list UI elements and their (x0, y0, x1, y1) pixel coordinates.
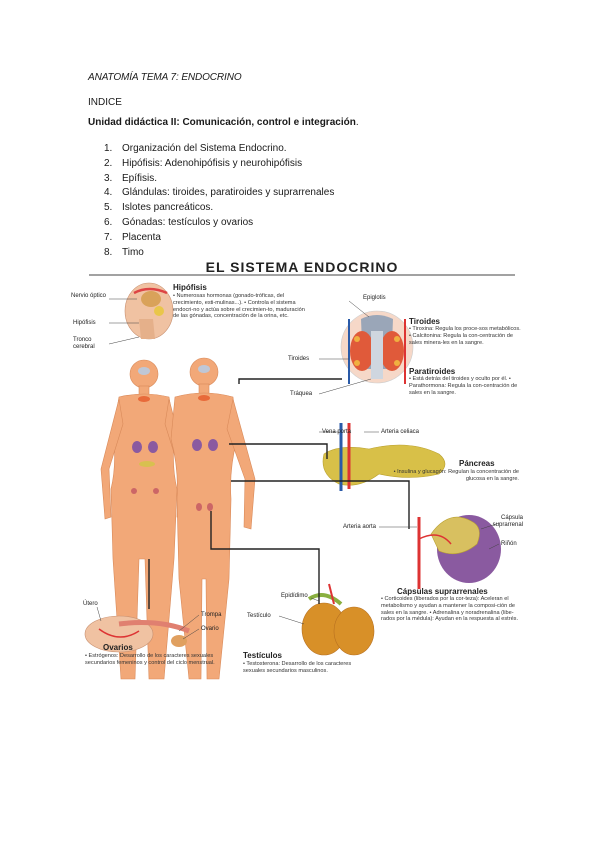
item-text: Timo (122, 246, 144, 258)
figure-title: EL SISTEMA ENDOCRINO (205, 259, 399, 275)
unit-heading: Unidad didáctica II: Comunicación, contr… (88, 117, 359, 128)
male-body (170, 357, 256, 680)
ovary-inset (84, 615, 190, 653)
testis-inset (301, 583, 375, 656)
item-number: 2. (104, 157, 113, 169)
unit-heading-suffix: . (355, 117, 359, 128)
label-testis: Testículo (247, 613, 271, 619)
heading-testes: Testículos (243, 651, 282, 660)
endocrine-system-illustration: EL SISTEMA ENDOCRINO Nervio óptico Hipóf… (71, 259, 525, 689)
desc-adrenal: • Corticoides (liberados por la cor-teza… (381, 596, 519, 623)
table-of-contents: 1. Organización del Sistema Endocrino. 2.… (104, 142, 334, 260)
adrenal-inset (417, 515, 501, 589)
label-tube: Trompa (201, 612, 222, 618)
label-epiglottis: Epiglotis (363, 295, 386, 301)
item-text: Gónadas: testículos y ovarios (122, 216, 254, 228)
unit-heading-bold: Unidad didáctica II: Comunicación, contr… (88, 117, 356, 128)
body-glands (131, 365, 218, 511)
label-kidney: Riñón (501, 541, 517, 547)
connector-lines (148, 378, 410, 609)
desc-ovaries: • Estrógenos: Desarrollo de los caracter… (85, 653, 215, 666)
heading-ovaries: Ovarios (103, 643, 133, 652)
label-uterus: Útero (83, 601, 98, 607)
label-optic-nerve: Nervio óptico (71, 293, 107, 299)
list-item: 8. Timo (104, 246, 334, 261)
list-item: 3. Epífisis. (104, 172, 334, 187)
item-number: 6. (104, 216, 113, 228)
item-text: Epífisis. (122, 172, 158, 184)
desc-testes: • Testosterona: Desarrollo de los caract… (243, 661, 352, 674)
heading-parathyroid: Paratiroides (409, 367, 456, 376)
list-item: 5. Islotes pancreáticos. (104, 201, 334, 216)
item-number: 8. (104, 246, 113, 258)
desc-parathyroid: • Está detrás del tiroides y oculto por … (409, 376, 518, 396)
label-brainstem: Tronco cerebral (73, 337, 95, 350)
item-text: Placenta (122, 231, 161, 243)
heading-pituitary: Hipófisis (173, 283, 207, 292)
label-thyroid: Tiroides (288, 356, 310, 362)
label-aorta: Arteria aorta (343, 524, 377, 530)
desc-thyroid: • Tiroxina: Regula los proce-sos metaból… (409, 326, 521, 346)
label-celiac-artery: Arteria celiaca (381, 429, 420, 435)
list-item: 4. Glándulas: tiroides, paratiroides y su… (104, 186, 334, 201)
label-epididymis: Epidídimo (281, 593, 308, 599)
pancreas-inset (322, 423, 446, 491)
item-text: Glándulas: tiroides, paratiroides y supr… (122, 187, 335, 199)
item-text: Organización del Sistema Endocrino. (122, 143, 287, 154)
list-item: 7. Placenta (104, 231, 334, 246)
heading-adrenal: Cápsulas suprarrenales (397, 587, 488, 596)
thyroid-inset (340, 310, 414, 384)
anatomy-drawing (84, 274, 515, 680)
label-trachea: Tráquea (290, 391, 313, 397)
label-adrenal-capsule: Cápsula suprarrenal (492, 515, 523, 528)
leader-lines (96, 298, 500, 640)
item-number: 4. (104, 187, 113, 199)
list-item: 1. Organización del Sistema Endocrino. (104, 142, 334, 157)
item-number: 1. (104, 143, 113, 154)
index-label: INDICE (88, 97, 122, 108)
heading-pancreas: Páncreas (459, 459, 495, 468)
desc-pancreas: • Insulina y glucagón: Regulan la concen… (393, 469, 519, 482)
label-pituitary: Hipófisis (73, 320, 96, 326)
heading-thyroid: Tiroides (409, 317, 440, 326)
pituitary-inset (124, 282, 174, 340)
item-number: 5. (104, 202, 113, 214)
desc-pituitary: • Numerosas hormonas (gonado-tróficas, d… (173, 293, 305, 320)
item-text: Islotes pancreáticos. (122, 202, 214, 214)
item-number: 3. (104, 172, 113, 184)
document-title: ANATOMÍA TEMA 7: ENDOCRINO (88, 72, 242, 83)
label-ovary: Ovario (201, 626, 219, 632)
list-item: 2. Hipófisis: Adenohipófisis y neurohipóf… (104, 157, 334, 172)
list-item: 6. Gónadas: testículos y ovarios (104, 216, 334, 231)
label-portal-vein: Vena porta (322, 429, 352, 435)
item-text: Hipófisis: Adenohipófisis y neurohipófis… (122, 157, 303, 169)
item-number: 7. (104, 231, 113, 243)
